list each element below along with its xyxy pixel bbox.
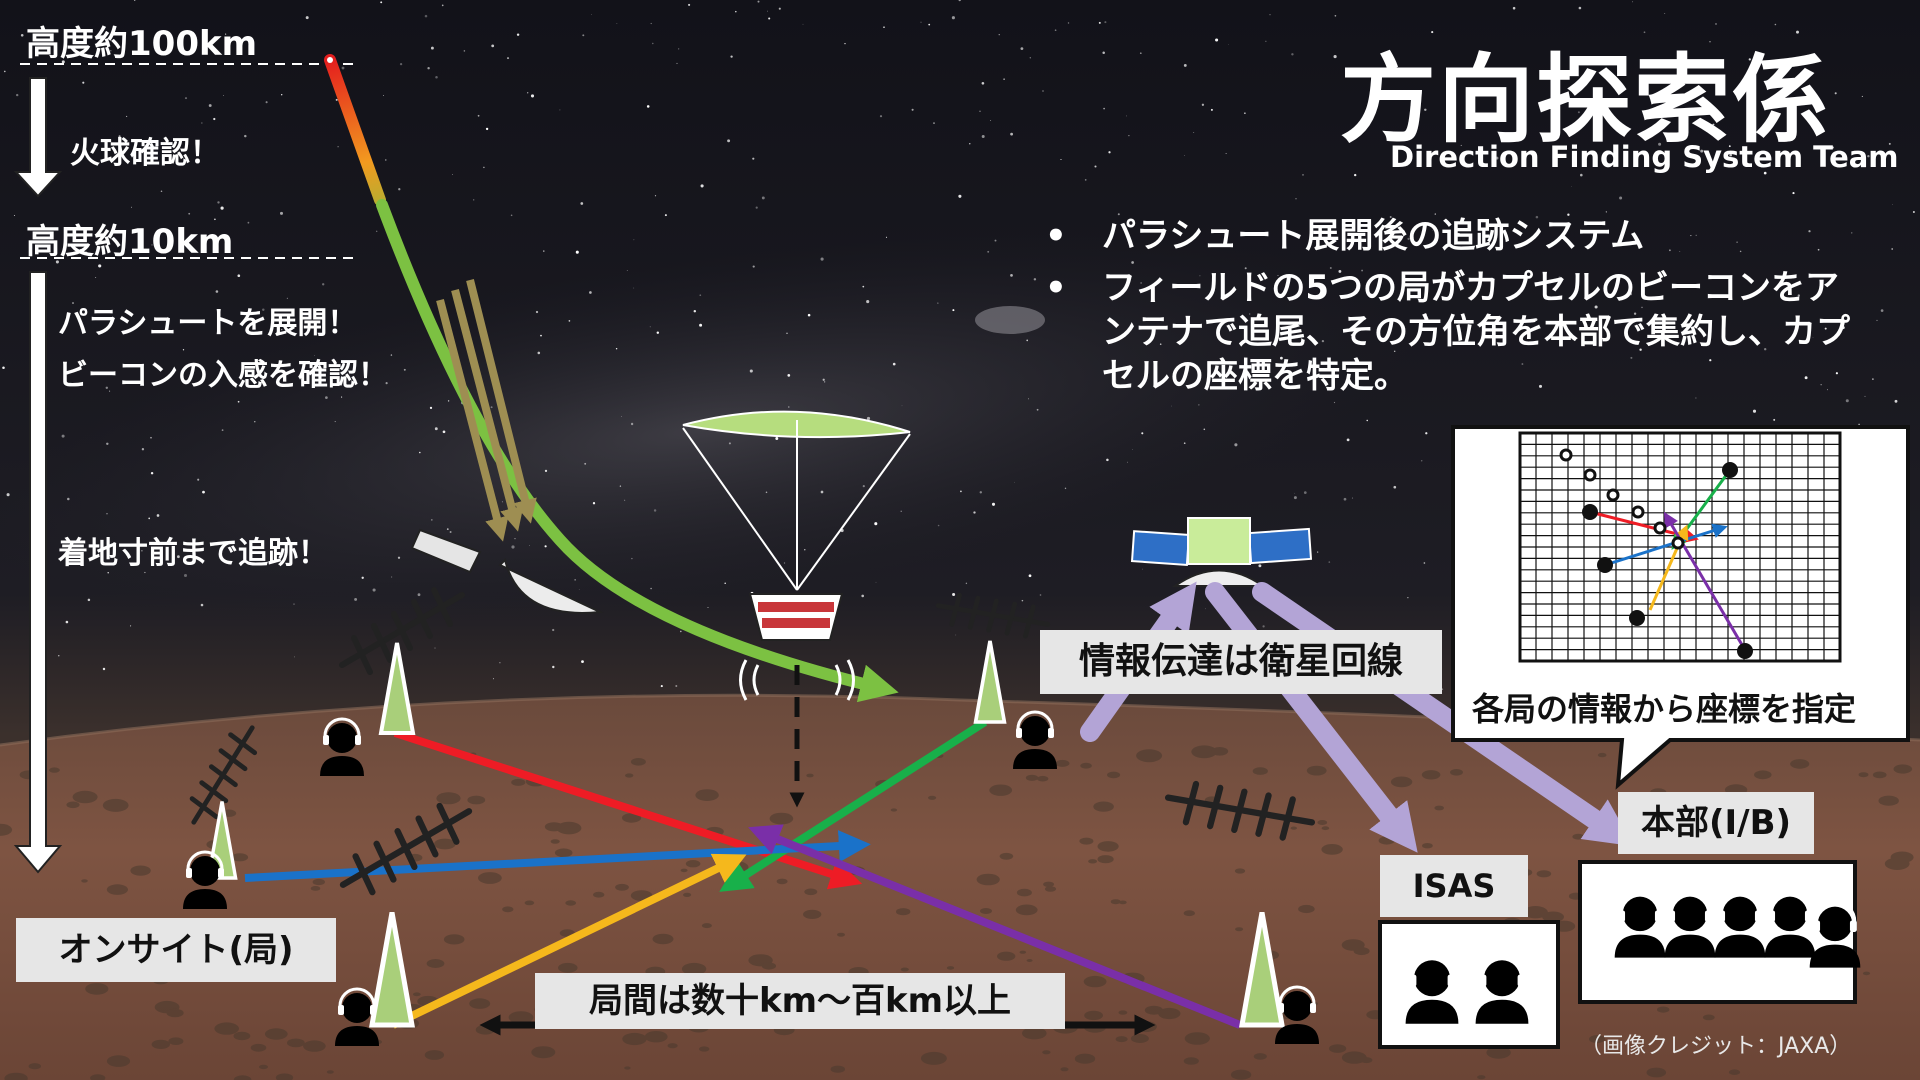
- heat-shield-separation: [410, 279, 604, 614]
- beacon-waves: [739, 659, 855, 701]
- bullet-2-marker: •: [1045, 268, 1067, 308]
- bullet-2-line-2: ンテナで追尾、その方位角を本部で集約し、カプ: [1102, 312, 1850, 352]
- fireball-confirm-text: 火球確認！: [70, 136, 220, 171]
- triangulation-caption: 各局の情報から座標を指定: [1472, 690, 1857, 728]
- bullet-2-line-3: セルの座標を特定。: [1102, 356, 1408, 396]
- onsite-station-label: オンサイト(局): [16, 918, 336, 982]
- triangulation-callout: [1451, 425, 1910, 790]
- parachute-capsule: [682, 410, 911, 808]
- station-distance-label: 局間は数十km〜百km以上: [535, 973, 1065, 1029]
- tracking-text: 着地寸前まで追跡！: [58, 536, 328, 571]
- bullet-2-line-1: フィールドの5つの局がカプセルのビーコンをア: [1102, 268, 1839, 308]
- down-arrow-upper: [13, 77, 63, 198]
- isas-room: [1378, 920, 1560, 1049]
- altitude-100km-label: 高度約100km: [26, 24, 258, 64]
- hq-label: 本部(I/B): [1618, 792, 1814, 854]
- bullet-1-text: パラシュート展開後の追跡システム: [1102, 216, 1645, 256]
- down-arrow-lower: [13, 271, 63, 874]
- bullet-1-marker: •: [1045, 216, 1067, 256]
- ground-station-5: [1163, 737, 1321, 1046]
- altitude-10km-label: 高度約10km: [26, 222, 234, 262]
- satellite: [1130, 517, 1313, 587]
- ground-station-2: [166, 724, 282, 911]
- page-title: 方向探索係: [1340, 44, 1830, 156]
- reentry-trajectory: [324, 54, 899, 703]
- beacon-confirm-text: ビーコンの入感を確認！: [58, 358, 388, 393]
- isas-label: ISAS: [1380, 855, 1528, 917]
- ground-station-3: [333, 806, 469, 1048]
- bearing-lines: [244, 718, 1242, 1029]
- ground-station-4: [935, 560, 1059, 771]
- hq-room: [1578, 860, 1863, 1004]
- altitude-scale: [13, 63, 360, 874]
- page-subtitle: Direction Finding System Team: [1390, 140, 1899, 174]
- parachute-deploy-text: パラシュートを展開！: [58, 306, 358, 341]
- satellite-link-label: 情報伝達は衛星回線: [1040, 630, 1442, 694]
- image-credit: （画像クレジット：JAXA）: [1580, 1034, 1852, 1059]
